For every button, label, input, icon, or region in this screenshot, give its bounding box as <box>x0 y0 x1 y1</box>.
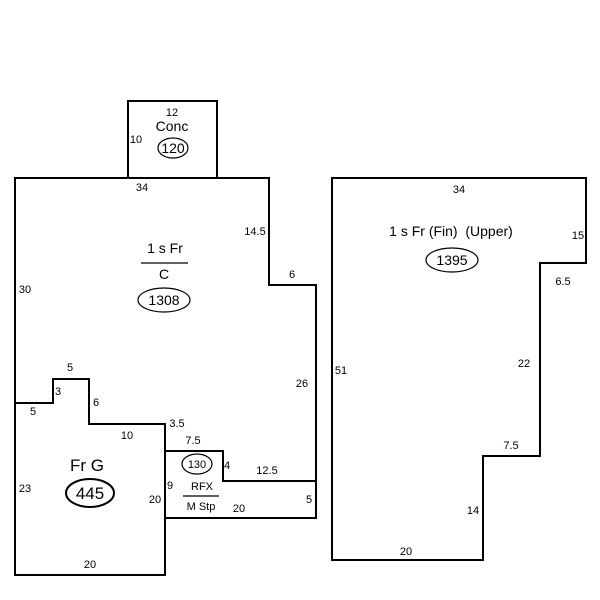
dim-garage-bottom: 20 <box>84 559 96 571</box>
dim-garage-notch-left: 3 <box>55 386 61 398</box>
main-sqft-ellipse <box>137 287 191 313</box>
dim-rfx-left: 9 <box>167 480 173 492</box>
dim-garage-left: 23 <box>19 483 31 495</box>
garage-sqft-ellipse <box>65 478 115 508</box>
rfx-sqft: 130 <box>188 459 206 471</box>
garage-sqft: 445 <box>76 484 104 503</box>
dim-upper-right-upper: 15 <box>572 230 584 242</box>
porch-outline <box>165 481 317 519</box>
conc-label: Conc <box>156 118 189 134</box>
conc-sqft: 120 <box>161 140 185 156</box>
dim-upper-right-lower: 14 <box>467 505 479 517</box>
dim-main-step: 6 <box>289 269 295 281</box>
dim-porch-top: 12.5 <box>256 465 277 477</box>
dim-garage-left-short: 5 <box>30 406 36 418</box>
rfx-label: RFX <box>191 481 214 493</box>
conc-outline <box>127 100 218 178</box>
main-house-outline <box>14 177 317 482</box>
dim-upper-right-mid: 22 <box>518 358 530 370</box>
dim-main-right-upper: 14.5 <box>244 226 265 238</box>
dim-upper-bottom: 20 <box>400 546 412 558</box>
dim-conc-top: 12 <box>166 107 178 119</box>
rfx-sublabel: M Stp <box>187 501 216 513</box>
garage-label: Fr G <box>70 456 104 475</box>
dim-garage-notch-top: 5 <box>67 362 73 374</box>
conc-sqft-ellipse <box>157 137 189 159</box>
dim-garage-right: 20 <box>149 494 161 506</box>
upper-sqft: 1395 <box>436 252 467 268</box>
main-sqft: 1308 <box>148 292 179 308</box>
dim-rfx-right: 4 <box>224 460 230 472</box>
upper-floor-outline <box>331 177 587 561</box>
dim-upper-top: 34 <box>453 184 465 196</box>
dim-upper-step2: 7.5 <box>503 440 518 452</box>
dim-main-left: 30 <box>19 284 31 296</box>
garage-outline <box>14 403 166 576</box>
upper-sqft-ellipse <box>425 247 479 273</box>
main-label: 1 s Fr <box>147 240 183 256</box>
dim-conc-left: 10 <box>130 134 142 146</box>
main-sublabel: C <box>159 266 169 282</box>
dim-upper-step1: 6.5 <box>555 276 570 288</box>
dim-porch-bottom: 20 <box>233 503 245 515</box>
dim-upper-left: 51 <box>335 365 347 377</box>
dim-garage-notch-right: 6 <box>93 397 99 409</box>
dim-garage-step-right: 3.5 <box>169 418 184 430</box>
rfx-sqft-ellipse <box>181 453 213 475</box>
dim-rfx-top: 7.5 <box>185 435 200 447</box>
dim-main-top: 34 <box>136 182 148 194</box>
dim-garage-step: 10 <box>121 430 133 442</box>
upper-label: 1 s Fr (Fin) (Upper) <box>389 223 513 239</box>
dim-porch-right: 5 <box>306 494 312 506</box>
dim-main-right-lower: 26 <box>296 378 308 390</box>
